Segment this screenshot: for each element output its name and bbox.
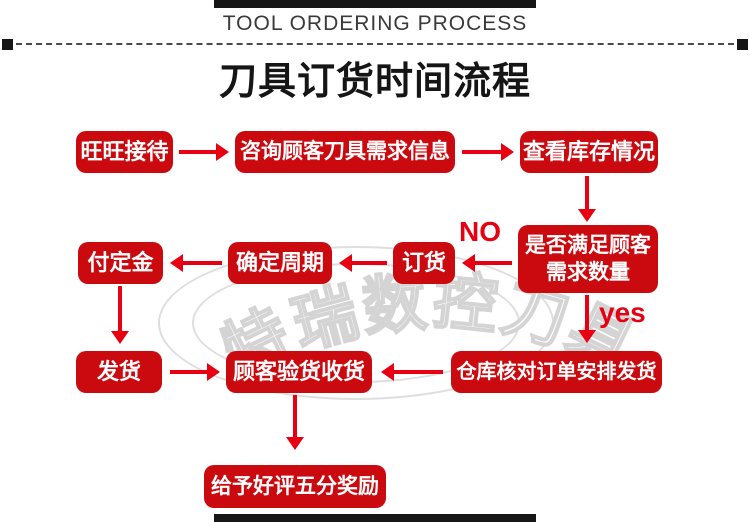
flow-node-pay-deposit: 付定金 <box>78 242 163 284</box>
arrow-inquiry-to-check-stock <box>462 143 514 161</box>
arrow-customer-receive-to-reward <box>286 395 304 450</box>
flow-node-inquiry-tool-demand: 咨询顾客刀具需求信息 <box>235 131 455 173</box>
arrow-warehouse-to-customer-receive <box>381 363 443 381</box>
bottom-black-bar <box>214 514 536 522</box>
flow-node-five-star-reward: 给予好评五分奖励 <box>204 465 386 508</box>
flow-node-confirm-cycle: 确定周期 <box>228 242 332 284</box>
flow-node-wangwang-reception: 旺旺接待 <box>76 131 173 173</box>
flow-node-ship-goods: 发货 <box>76 351 162 393</box>
page-title: 刀具订货时间流程 <box>218 61 531 103</box>
top-black-bar <box>214 0 536 8</box>
arrow-reception-to-inquiry <box>179 143 229 161</box>
dashed-divider <box>16 43 734 45</box>
eyebrow-title: TOOL ORDERING PROCESS <box>222 12 528 35</box>
flow-node-warehouse-arrange-shipment: 仓库核对订单安排发货 <box>451 351 662 393</box>
flow-node-check-stock: 查看库存情况 <box>520 131 658 173</box>
branch-label-no: NO <box>459 216 501 247</box>
flow-node-place-order: 订货 <box>393 242 455 284</box>
flow-node-stock-decision: 是否满足顾客 需求数量 <box>518 225 658 293</box>
arrow-ship-to-customer-receive <box>170 363 220 381</box>
arrow-place-order-to-confirm-cycle <box>339 254 387 272</box>
branch-label-yes: yes <box>599 297 646 328</box>
arrow-confirm-cycle-to-pay-deposit <box>170 254 222 272</box>
divider-left-square <box>2 39 13 50</box>
decision-line-1: 是否满足顾客 <box>525 233 651 257</box>
arrow-pay-deposit-to-ship <box>111 286 129 344</box>
divider-right-square <box>737 39 748 50</box>
flow-node-customer-inspect-receive: 顾客验货收货 <box>226 351 372 393</box>
arrow-decision-yes-to-warehouse <box>578 295 596 343</box>
arrow-check-stock-to-decision <box>578 176 596 222</box>
arrow-decision-no-to-place-order <box>462 254 512 272</box>
decision-line-2: 需求数量 <box>546 261 630 284</box>
watermark-ellipse-outer <box>158 246 554 400</box>
